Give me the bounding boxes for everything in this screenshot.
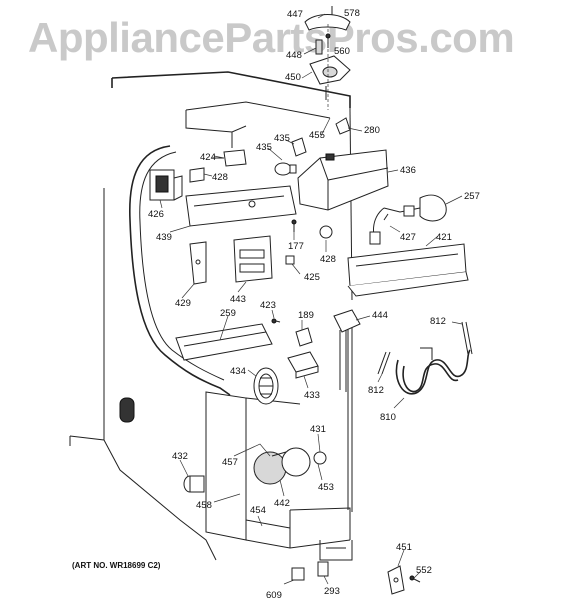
callout-552[interactable]: 552 — [416, 565, 432, 576]
callout-812-lower[interactable]: 812 — [368, 385, 384, 396]
callout-432[interactable]: 432 — [172, 451, 188, 462]
bottom-parts — [291, 561, 421, 595]
callout-259[interactable]: 259 — [220, 308, 236, 319]
callout-454[interactable]: 454 — [250, 505, 266, 516]
callout-457[interactable]: 457 — [222, 457, 238, 468]
callout-433[interactable]: 433 — [304, 390, 320, 401]
callout-429[interactable]: 429 — [175, 298, 191, 309]
valve-parts — [287, 309, 361, 392]
callout-425[interactable]: 425 — [304, 272, 320, 283]
slot-left — [119, 397, 135, 423]
callout-435-lower[interactable]: 435 — [256, 142, 272, 153]
callout-421[interactable]: 421 — [436, 232, 452, 243]
callout-448[interactable]: 448 — [286, 50, 302, 61]
callout-450[interactable]: 450 — [285, 72, 301, 83]
callout-443[interactable]: 443 — [230, 294, 246, 305]
shelf-421 — [347, 243, 469, 297]
control-housing-436 — [297, 117, 389, 211]
top-parts — [304, 6, 351, 110]
callout-451[interactable]: 451 — [396, 542, 412, 553]
callout-434[interactable]: 434 — [230, 366, 246, 377]
callout-447[interactable]: 447 — [287, 9, 303, 20]
callout-455[interactable]: 455 — [309, 130, 325, 141]
wiring-257-427 — [369, 194, 447, 245]
callout-428-lower[interactable]: 428 — [320, 254, 336, 265]
cover-259 — [175, 323, 273, 361]
callout-labels: 447 578 448 560 450 455 280 435 435 424 … — [148, 8, 480, 600]
callout-812-upper[interactable]: 812 — [430, 316, 446, 327]
callout-257[interactable]: 257 — [464, 191, 480, 202]
watermark-text: AppliancePartsPros.com — [28, 14, 514, 61]
heater-810-812 — [377, 321, 473, 395]
callout-453[interactable]: 453 — [318, 482, 334, 493]
callout-293[interactable]: 293 — [324, 586, 340, 597]
callout-423[interactable]: 423 — [260, 300, 276, 311]
damper-parts — [183, 447, 327, 493]
callout-427[interactable]: 427 — [400, 232, 416, 243]
callout-431[interactable]: 431 — [310, 424, 326, 435]
art-number: (ART NO. WR18699 C2) — [72, 561, 161, 570]
callout-424[interactable]: 424 — [200, 152, 216, 163]
callout-560[interactable]: 560 — [334, 46, 350, 57]
light-socket-parts — [149, 137, 307, 201]
callout-428-upper[interactable]: 428 — [212, 172, 228, 183]
callout-280[interactable]: 280 — [364, 125, 380, 136]
callout-426[interactable]: 426 — [148, 209, 164, 220]
callout-436[interactable]: 436 — [400, 165, 416, 176]
callout-439[interactable]: 439 — [156, 232, 172, 243]
callout-435-upper[interactable]: 435 — [274, 133, 290, 144]
mid-left-parts — [189, 219, 333, 324]
leader-lines — [159, 13, 463, 585]
callout-458[interactable]: 458 — [196, 500, 212, 511]
callout-442[interactable]: 442 — [274, 498, 290, 509]
callout-444[interactable]: 444 — [372, 310, 388, 321]
callout-177[interactable]: 177 — [288, 241, 304, 252]
callout-578[interactable]: 578 — [344, 8, 360, 19]
lens-434 — [253, 367, 279, 405]
callout-810[interactable]: 810 — [380, 412, 396, 423]
callout-189[interactable]: 189 — [298, 310, 314, 321]
bracket-439 — [185, 185, 297, 227]
callout-609[interactable]: 609 — [266, 590, 282, 600]
